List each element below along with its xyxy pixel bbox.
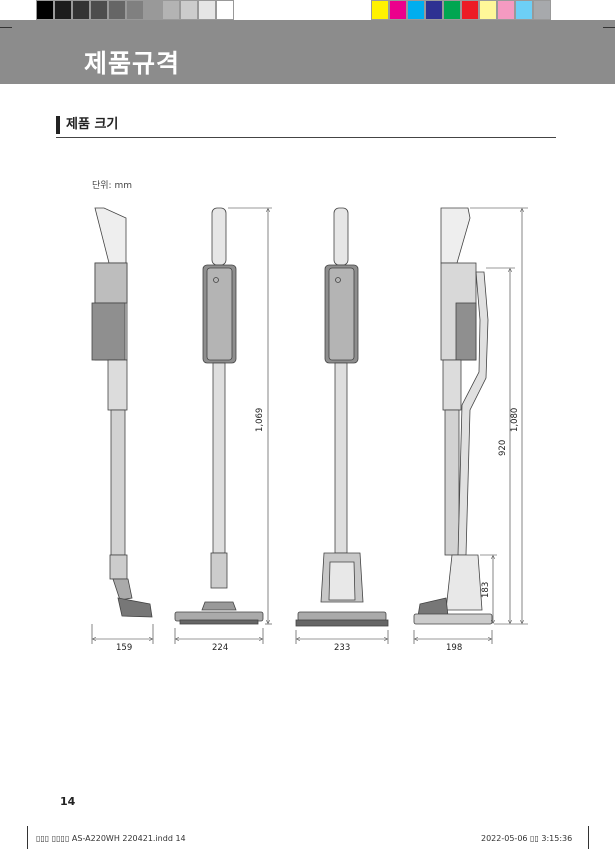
vacuum-front-view bbox=[174, 207, 264, 625]
dim-front-height: 1,069 bbox=[255, 408, 265, 432]
gray-swatch bbox=[54, 0, 72, 20]
crop-mark bbox=[588, 826, 589, 849]
dim-stand-base-height: 183 bbox=[481, 582, 491, 598]
color-swatch bbox=[461, 0, 479, 20]
section-divider bbox=[56, 137, 556, 138]
page-number: 14 bbox=[60, 795, 76, 808]
gray-swatch bbox=[144, 0, 162, 20]
color-swatch bbox=[371, 0, 389, 20]
vacuum-side-view-stand bbox=[413, 207, 493, 625]
gray-swatch bbox=[90, 0, 108, 20]
crop-mark bbox=[27, 826, 28, 849]
color-calibration-bar bbox=[371, 0, 551, 20]
page-title: 제품규격 bbox=[84, 49, 181, 78]
color-swatch bbox=[443, 0, 461, 20]
dim-side-left-width: 159 bbox=[116, 643, 132, 653]
footer-date-info: 2022-05-06 ▯▯ 3:15:36 bbox=[481, 834, 573, 843]
gray-swatch bbox=[180, 0, 198, 20]
section-title: 제품 크기 bbox=[56, 116, 118, 134]
gray-swatch bbox=[198, 0, 216, 20]
gray-swatch bbox=[162, 0, 180, 20]
gray-swatch bbox=[72, 0, 90, 20]
gray-swatch bbox=[36, 0, 54, 20]
color-swatch bbox=[389, 0, 407, 20]
crop-mark bbox=[0, 27, 12, 28]
dimension-lines bbox=[91, 207, 528, 644]
color-swatch bbox=[515, 0, 533, 20]
header-band bbox=[0, 20, 615, 84]
unit-label: 단위: mm bbox=[92, 181, 132, 191]
crop-mark bbox=[603, 27, 615, 28]
dim-stand-height-total: 1,080 bbox=[510, 408, 520, 432]
dim-front-width: 224 bbox=[212, 643, 228, 653]
vacuum-side-view-left bbox=[91, 207, 153, 618]
vacuum-back-view bbox=[295, 207, 389, 627]
color-swatch bbox=[533, 0, 551, 20]
dim-stand-upper-height: 920 bbox=[498, 440, 508, 456]
gray-scale-bar bbox=[36, 0, 234, 20]
color-swatch bbox=[497, 0, 515, 20]
color-swatch bbox=[407, 0, 425, 20]
gray-swatch bbox=[108, 0, 126, 20]
color-swatch bbox=[479, 0, 497, 20]
dim-back-width: 233 bbox=[334, 643, 350, 653]
footer-file-info: ▯▯▯ ▯▯▯▯ AS-A220WH 220421.indd 14 bbox=[36, 834, 186, 843]
dim-side-right-width: 198 bbox=[446, 643, 462, 653]
gray-swatch bbox=[126, 0, 144, 20]
gray-swatch bbox=[216, 0, 234, 20]
color-swatch bbox=[425, 0, 443, 20]
